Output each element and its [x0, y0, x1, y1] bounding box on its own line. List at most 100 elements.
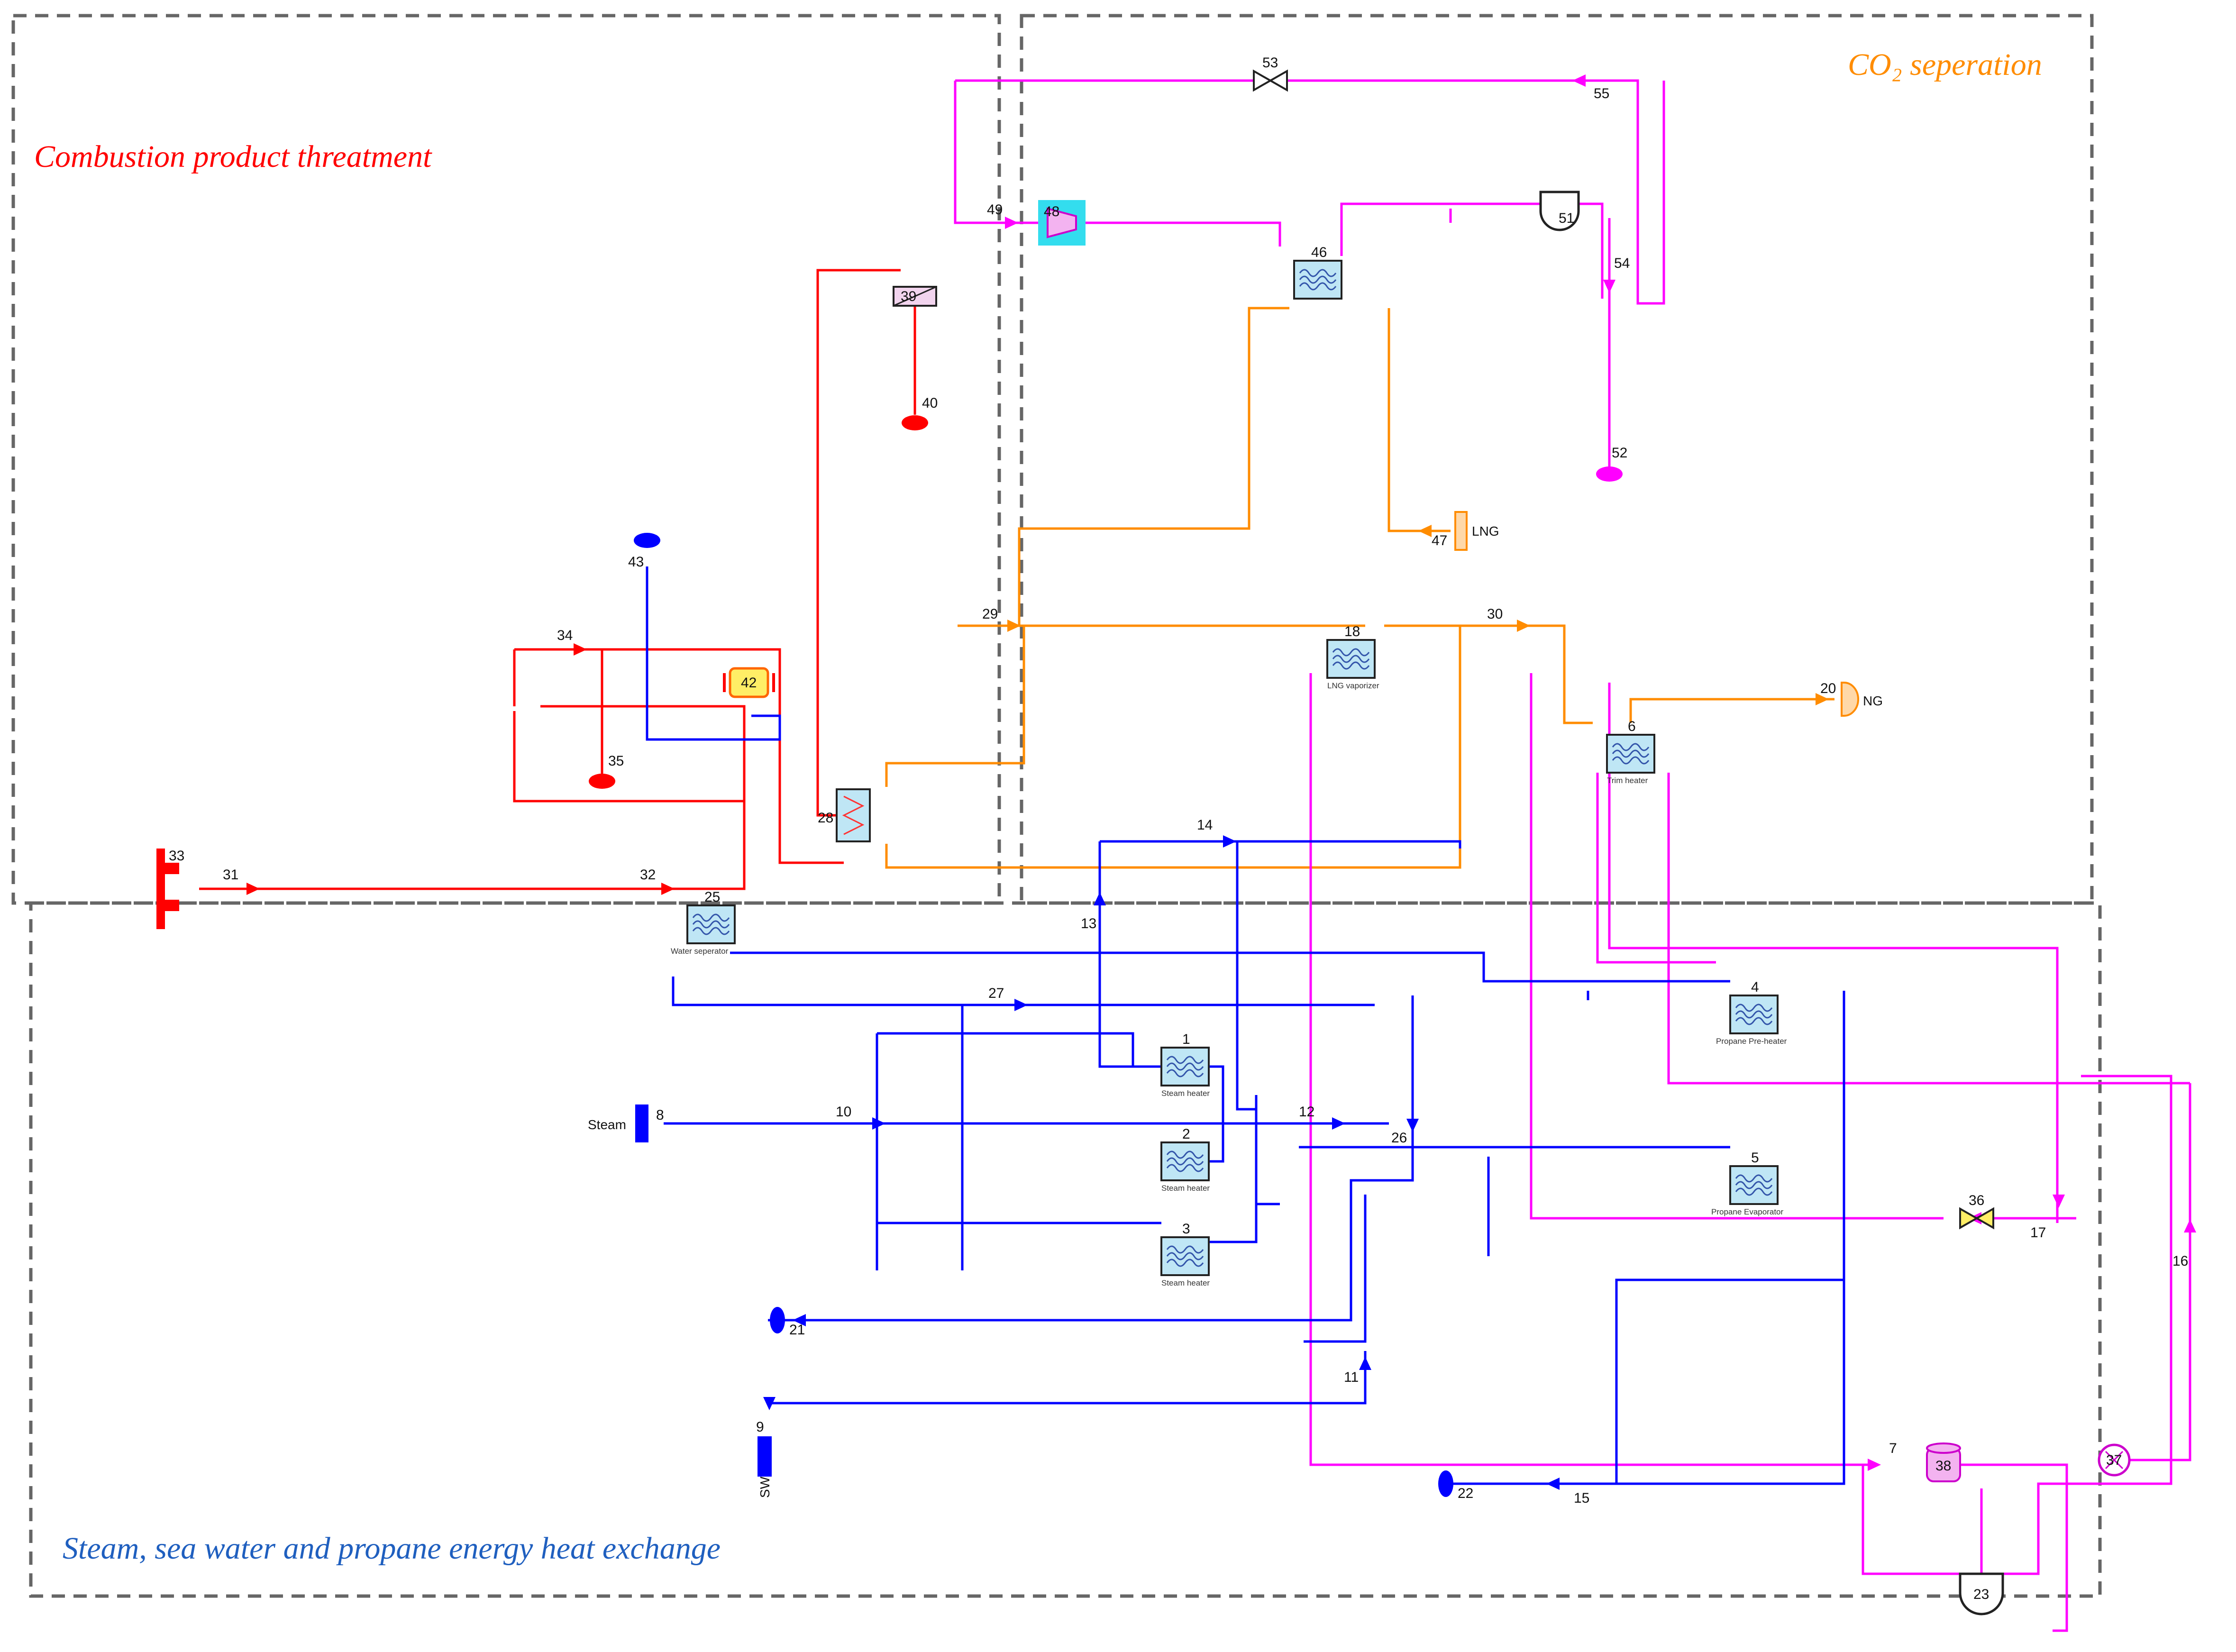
heat-exchanger-icon [836, 788, 871, 842]
lng-outlet[interactable]: 47 LNG [1432, 511, 1499, 551]
source-icon [1454, 511, 1468, 551]
terminal-33-label: 33 [169, 848, 184, 864]
unit-37-number: 37 [2106, 1452, 2122, 1468]
unit-23-number: 23 [1973, 1587, 1989, 1602]
unit-25-caption: Water seperator [671, 947, 729, 956]
unit-1-caption: Steam heater [1161, 1089, 1210, 1098]
stream-49: 49 [987, 202, 1003, 218]
sink-icon [1841, 682, 1859, 717]
tank-icon [1926, 1442, 1961, 1482]
heat-exchanger-28[interactable]: 28 [818, 788, 871, 842]
separator-51[interactable]: 51 [1539, 191, 1580, 231]
valve-53[interactable]: 53 [1253, 55, 1288, 92]
valve-36[interactable]: 36 [1959, 1193, 1994, 1230]
valve-icon [1253, 69, 1288, 92]
compressor-icon [1047, 207, 1077, 238]
stream-17: 17 [2030, 1225, 2046, 1241]
heat-exchanger-5[interactable]: 5 Propane Evaporator [1711, 1150, 1783, 1216]
heat-exchanger-46[interactable]: 46 [1293, 245, 1342, 300]
sink-35[interactable]: 35 [589, 753, 624, 789]
sink-icon [902, 415, 928, 430]
stream-10: 10 [836, 1104, 851, 1120]
sink-22[interactable]: 22 [1438, 1470, 1473, 1501]
sink-52[interactable]: 52 [1596, 445, 1627, 482]
unit-3-caption: Steam heater [1161, 1278, 1210, 1287]
sink-icon [770, 1307, 785, 1333]
orange-stream-lines [885, 307, 1834, 869]
stream-12: 12 [1299, 1104, 1314, 1120]
unit-46-number: 46 [1311, 245, 1327, 260]
source-icon [635, 1104, 648, 1142]
stream-31: 31 [223, 867, 238, 883]
stream-32: 32 [640, 867, 656, 883]
region-co2-box [1020, 14, 2094, 905]
heat-exchanger-icon [1606, 734, 1655, 774]
unit-42-number: 42 [741, 675, 757, 691]
source-icon [758, 1436, 772, 1477]
steam-inlet[interactable]: Steam 8 [588, 1104, 664, 1142]
sink-icon [1596, 466, 1623, 482]
heat-exchanger-4[interactable]: 4 Propane Pre-heater [1716, 979, 1787, 1046]
heat-exchanger-icon [1293, 260, 1342, 300]
sink-43[interactable]: 43 [628, 533, 660, 570]
unit-18-number: 18 [1344, 624, 1360, 639]
pump-37[interactable]: 37 [2098, 1443, 2131, 1477]
compressor-48[interactable]: 48 [1038, 200, 1086, 246]
stream-13: 13 [1081, 916, 1096, 931]
heat-exchanger-25[interactable]: 25 Water seperator [671, 889, 736, 956]
region-steam-box [29, 901, 2102, 1598]
terminal-35-label: 35 [608, 753, 624, 769]
terminal-22-label: 22 [1458, 1486, 1473, 1501]
sink-icon [634, 533, 660, 548]
sw-inlet[interactable]: 9 SW [756, 1419, 772, 1498]
source-33[interactable]: 33 [156, 848, 184, 929]
stream-11: 11 [1344, 1369, 1359, 1385]
heat-exchanger-1[interactable]: 1 Steam heater [1160, 1031, 1210, 1098]
terminal-21-label: 21 [789, 1322, 805, 1338]
ng-label: NG [1863, 694, 1883, 708]
steam-label: Steam [588, 1117, 626, 1132]
separator-23[interactable]: 23 [1959, 1572, 2004, 1615]
membrane-39[interactable]: 39 [893, 286, 937, 307]
unit-4-number: 4 [1751, 979, 1759, 995]
heat-exchanger-icon [1160, 1047, 1210, 1086]
separator-icon [1539, 191, 1580, 231]
unit-1-number: 1 [1182, 1031, 1190, 1047]
stream-16: 16 [2172, 1253, 2188, 1269]
sink-icon [1438, 1470, 1453, 1497]
stream-26: 26 [1391, 1130, 1407, 1146]
heat-exchanger-6[interactable]: 6 Trim heater [1606, 719, 1655, 785]
region-label-combustion: Combustion product threatment [34, 139, 432, 174]
blue-arrows [763, 835, 1560, 1490]
heat-exchanger-2[interactable]: 2 Steam heater [1160, 1126, 1210, 1193]
pump-icon [2098, 1443, 2131, 1477]
unit-6-caption: Trim heater [1607, 776, 1648, 785]
red-stream-lines [199, 269, 916, 890]
tank-38[interactable]: 38 [1926, 1442, 1961, 1482]
stream-54: 54 [1614, 256, 1630, 271]
stream-labels: 7 10 11 12 13 14 15 16 17 26 27 29 30 31… [223, 86, 2188, 1506]
region-combustion-box [11, 14, 1001, 905]
terminal-9-label: 9 [756, 1419, 764, 1435]
region-label-co2: CO₂ seperation [1848, 47, 2042, 82]
ng-outlet[interactable]: 20 NG [1820, 681, 1883, 717]
unit-53-number: 53 [1262, 55, 1278, 71]
stream-30: 30 [1487, 606, 1503, 622]
stream-15: 15 [1574, 1490, 1589, 1506]
unit-4-caption: Propane Pre-heater [1716, 1037, 1787, 1046]
heat-exchanger-3[interactable]: 3 Steam heater [1160, 1221, 1210, 1287]
sink-21[interactable]: 21 [770, 1307, 805, 1338]
burner-42[interactable]: 42 [723, 667, 775, 698]
unit-5-caption: Propane Evaporator [1711, 1207, 1783, 1216]
sink-icon [589, 774, 615, 789]
sink-40[interactable]: 40 [902, 395, 938, 430]
heat-exchanger-18[interactable]: 18 LNG vaporizer [1326, 624, 1379, 690]
heat-exchanger-icon [1326, 639, 1376, 679]
source-icon [156, 849, 165, 929]
unit-39-number: 39 [901, 289, 916, 304]
heat-exchanger-icon [1729, 1165, 1779, 1205]
burner-icon [723, 667, 775, 698]
terminal-20-label: 20 [1820, 681, 1836, 696]
unit-48-number: 48 [1044, 204, 1059, 219]
